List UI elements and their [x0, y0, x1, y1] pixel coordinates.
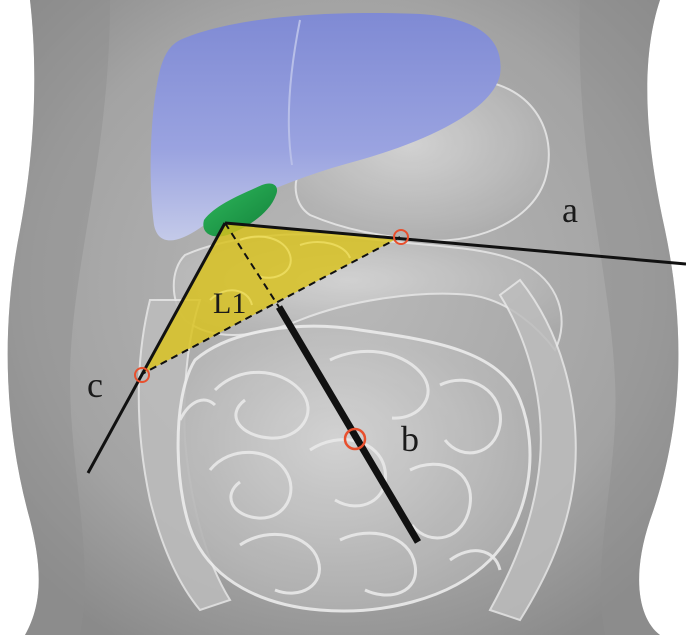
label-b: b: [401, 419, 419, 459]
label-a: a: [562, 190, 578, 230]
small-intestine: [178, 326, 530, 611]
label-c: c: [87, 365, 103, 405]
label-region-l1: L1: [213, 287, 246, 320]
